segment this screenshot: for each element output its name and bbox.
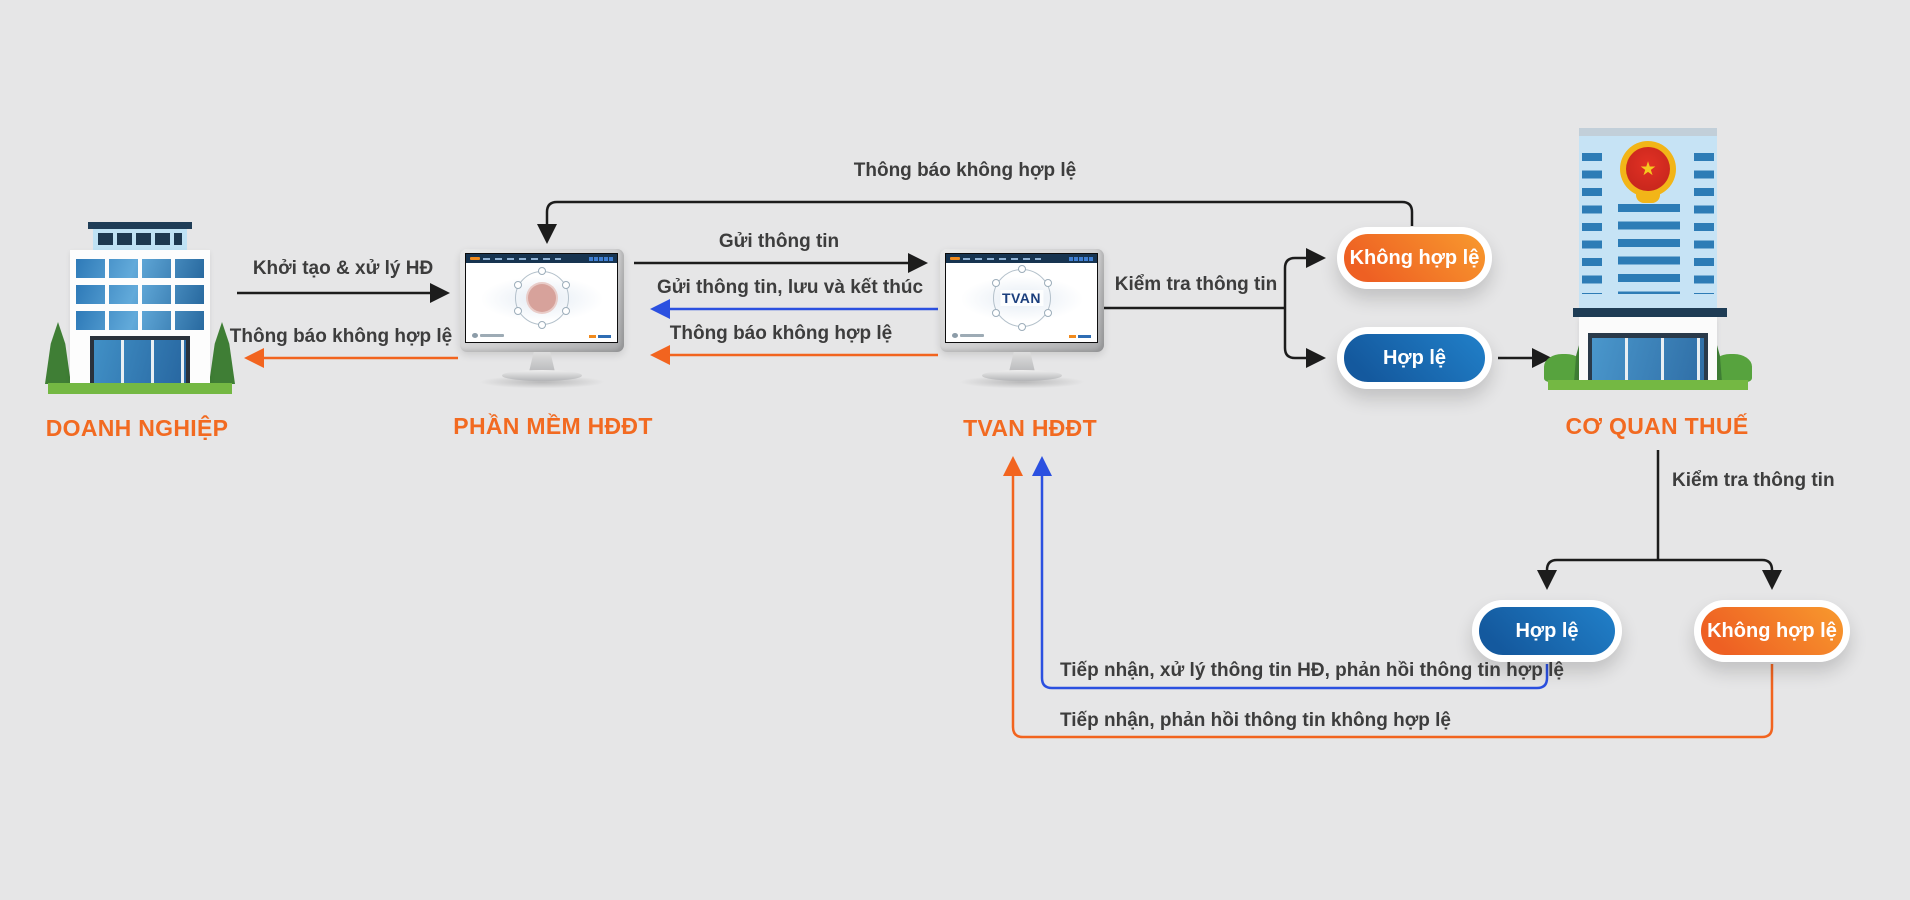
- pill-valid-bottom: Hợp lệ: [1472, 600, 1622, 662]
- label-enterprise: DOANH NGHIỆP: [45, 415, 229, 441]
- tvan-monitor-illustration: TVAN: [940, 249, 1104, 391]
- screen-footer-logo: [952, 333, 988, 338]
- line-return-invalid: [1003, 456, 1774, 739]
- building-tower: ★: [1579, 128, 1717, 310]
- screen-logo-icon: [470, 257, 480, 260]
- screen-footer-logo: [472, 333, 508, 338]
- monitor-stand: [529, 352, 555, 372]
- grass-strip: [1548, 380, 1748, 390]
- screen-navbar: [466, 254, 617, 263]
- flow-label-send-info: Gửi thông tin: [718, 231, 840, 252]
- screen-menu: [963, 257, 1041, 260]
- screen-logo-icon: [950, 257, 960, 260]
- branch-to-invalid: [1283, 248, 1326, 308]
- pill-invalid-bottom-label: Không hợp lệ: [1707, 619, 1837, 642]
- monitor-frame: TVAN: [940, 249, 1104, 352]
- line-return-valid: [1032, 456, 1549, 690]
- building-roof: [1579, 128, 1717, 136]
- monitor-stand: [1009, 352, 1035, 372]
- pill-invalid-mid-label: Không hợp lệ: [1349, 246, 1480, 269]
- flow-label-notify-invalid-left: Thông báo không hợp lệ: [229, 326, 453, 347]
- pill-invalid-mid: Không hợp lệ: [1337, 227, 1492, 289]
- label-tvan: TVAN HĐĐT: [963, 415, 1097, 441]
- screen-menu: [483, 257, 561, 260]
- window-column: [1582, 153, 1602, 294]
- branch-to-valid: [1283, 308, 1326, 368]
- monitor-screen: TVAN: [945, 253, 1098, 343]
- monitor-screen: [465, 253, 618, 343]
- screen-diagram-core: [525, 281, 558, 314]
- pill-valid-mid-label: Hợp lệ: [1382, 346, 1447, 369]
- building-base: [1579, 317, 1717, 380]
- line-top-return: [537, 200, 1414, 244]
- building-entrance: [1588, 333, 1708, 380]
- branch-tax-invalid: [1658, 558, 1782, 590]
- window-column: [1618, 204, 1680, 294]
- vietnam-emblem-icon: ★: [1620, 141, 1676, 203]
- tree-icon: [45, 322, 71, 384]
- flow-label-create: Khởi tạo & xử lý HĐ: [252, 258, 434, 279]
- enterprise-building-illustration: [45, 222, 235, 394]
- label-tax-office: CƠ QUAN THUẾ: [1565, 413, 1749, 439]
- window-column: [1694, 153, 1714, 294]
- screen-footer-brand: [1069, 335, 1091, 338]
- building-roof: [88, 222, 192, 229]
- flow-label-receive-invalid: Tiếp nhận, phản hồi thông tin không hợp …: [1060, 710, 1452, 731]
- grass-strip: [48, 383, 232, 394]
- screen-footer-brand: [589, 335, 611, 338]
- monitor-base: [502, 370, 582, 381]
- flow-label-check-info-mid: Kiểm tra thông tin: [1114, 274, 1278, 295]
- monitor-frame: [460, 249, 624, 352]
- building-entrance: [90, 336, 190, 383]
- flow-label-receive-valid: Tiếp nhận, xử lý thông tin HĐ, phản hồi …: [1060, 660, 1564, 681]
- flow-label-send-save-finish: Gửi thông tin, lưu và kết thúc: [656, 277, 924, 298]
- flow-label-top-return: Thông báo không hợp lệ: [853, 160, 1077, 181]
- building-penthouse: [93, 229, 187, 250]
- screen-nav-buttons: [589, 256, 613, 261]
- screen-diagram-ring: [513, 266, 570, 329]
- flow-label-check-info-right: Kiểm tra thông tin: [1672, 470, 1835, 491]
- software-monitor-illustration: [460, 249, 624, 391]
- tvan-screen-text: TVAN: [999, 289, 1044, 306]
- window-row: [76, 311, 204, 330]
- label-software: PHẦN MỀM HĐĐT: [453, 413, 653, 439]
- pill-valid-mid: Hợp lệ: [1337, 327, 1492, 389]
- screen-nav-buttons: [1069, 256, 1093, 261]
- building-body: [70, 250, 210, 383]
- pill-valid-bottom-label: Hợp lệ: [1515, 619, 1579, 642]
- building-band: [1573, 308, 1727, 317]
- screen-diagram-ring: TVAN: [991, 264, 1052, 331]
- flow-label-notify-invalid-mid: Thông báo không hợp lệ: [669, 323, 893, 344]
- pill-invalid-bottom: Không hợp lệ: [1694, 600, 1850, 662]
- screen-navbar: [946, 254, 1097, 263]
- monitor-base: [982, 370, 1062, 381]
- branch-tax-valid: [1537, 558, 1658, 590]
- window-row: [76, 285, 204, 304]
- window-row: [76, 259, 204, 278]
- tax-office-building-illustration: ★: [1544, 124, 1752, 390]
